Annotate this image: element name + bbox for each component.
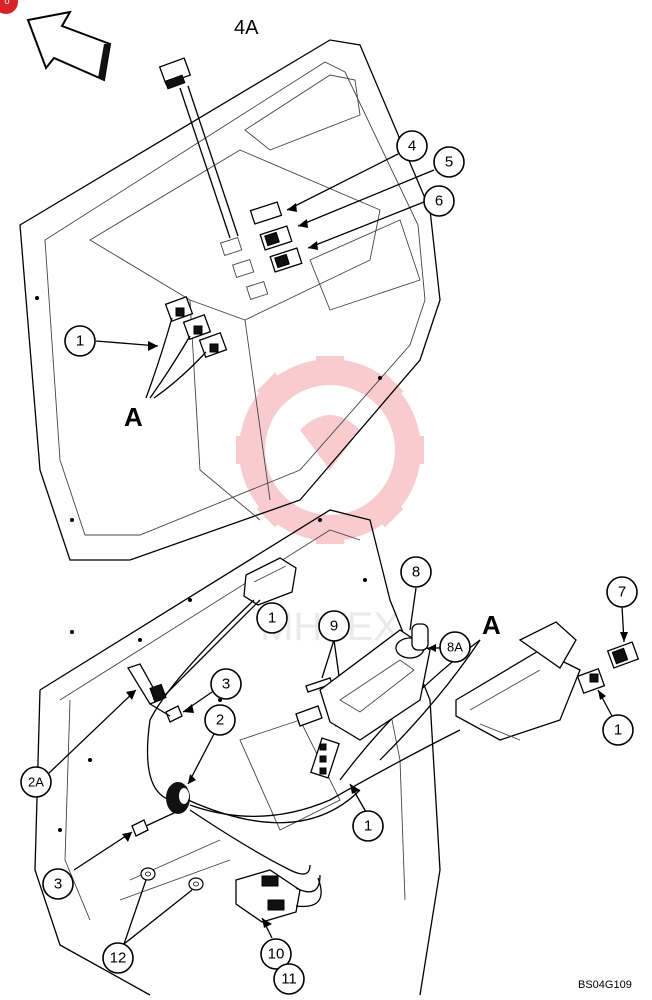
- rocker-switch-7-icon: [606, 605, 640, 669]
- figure-code: BS04G109: [578, 979, 632, 991]
- svg-text:8: 8: [412, 564, 420, 581]
- direction-arrow-icon: [26, 10, 112, 82]
- relay-block-10-11: [235, 869, 322, 939]
- callout-1-right: 1: [602, 714, 634, 746]
- harness-connectors-upper: A: [95, 295, 228, 432]
- label-A-lower: A: [482, 610, 501, 640]
- upper-console-panel: [19, 39, 441, 561]
- callout-11: 11: [273, 963, 305, 995]
- callout-2A: 2A: [20, 766, 52, 798]
- callout-3-upper: 3: [210, 668, 242, 700]
- svg-text:0: 0: [4, 0, 9, 6]
- svg-text:3: 3: [54, 876, 62, 893]
- svg-text:1: 1: [364, 818, 372, 835]
- harness-A-lower: A: [379, 610, 501, 761]
- svg-text:3: 3: [222, 676, 230, 693]
- rocker-switch-5-icon: [259, 169, 435, 251]
- svg-text:2A: 2A: [28, 775, 44, 790]
- label-4A: 4A: [234, 17, 259, 39]
- callout-12: 12: [102, 942, 134, 974]
- callout-9: 9: [318, 610, 350, 642]
- svg-text:4: 4: [408, 138, 416, 155]
- corner-badge: 0: [0, 0, 18, 14]
- rocker-switch-4A-icon: 4A: [158, 17, 259, 239]
- washers-12-icon: [123, 867, 204, 945]
- grommet-2-icon: [166, 733, 215, 814]
- rocker-switch-4-icon: [249, 153, 399, 225]
- callout-1-upper: 1: [64, 325, 96, 357]
- callout-3-lower: 3: [42, 868, 74, 900]
- svg-text:1: 1: [76, 333, 84, 350]
- callout-4: 4: [396, 130, 428, 162]
- svg-text:7: 7: [618, 584, 626, 601]
- svg-text:11: 11: [281, 971, 297, 988]
- callout-7: 7: [606, 576, 638, 608]
- lower-cab-frame: [34, 509, 441, 996]
- callout-2: 2: [204, 704, 236, 736]
- rocker-switch-6-icon: [269, 201, 425, 273]
- callout-8A: 8A: [439, 631, 471, 663]
- callout-1-dome: 1: [256, 602, 288, 634]
- screw-3-lower-icon: [73, 811, 177, 871]
- svg-text:10: 10: [268, 946, 285, 963]
- label-A-upper: A: [124, 402, 143, 432]
- svg-text:8A: 8A: [447, 640, 463, 655]
- svg-text:12: 12: [110, 950, 127, 967]
- switch-bracket-8: [295, 587, 440, 741]
- callout-10: 10: [260, 938, 292, 970]
- svg-text:2: 2: [216, 712, 224, 729]
- callout-1-harness: 1: [352, 810, 384, 842]
- right-side-bracket: [455, 621, 581, 741]
- bracket-2A: [47, 663, 167, 775]
- callout-8: 8: [400, 556, 432, 588]
- connector-1-right-icon: [576, 667, 613, 717]
- screw-3-upper-icon: [149, 691, 213, 723]
- callout-5: 5: [433, 146, 465, 178]
- connector-strip: [310, 737, 340, 779]
- svg-text:1: 1: [268, 610, 276, 627]
- callout-6: 6: [423, 185, 455, 217]
- svg-text:5: 5: [445, 154, 453, 171]
- svg-text:9: 9: [330, 618, 338, 635]
- svg-text:1: 1: [614, 722, 622, 739]
- svg-text:6: 6: [435, 193, 443, 210]
- watermark-gear-icon: MHTEX: [236, 356, 424, 649]
